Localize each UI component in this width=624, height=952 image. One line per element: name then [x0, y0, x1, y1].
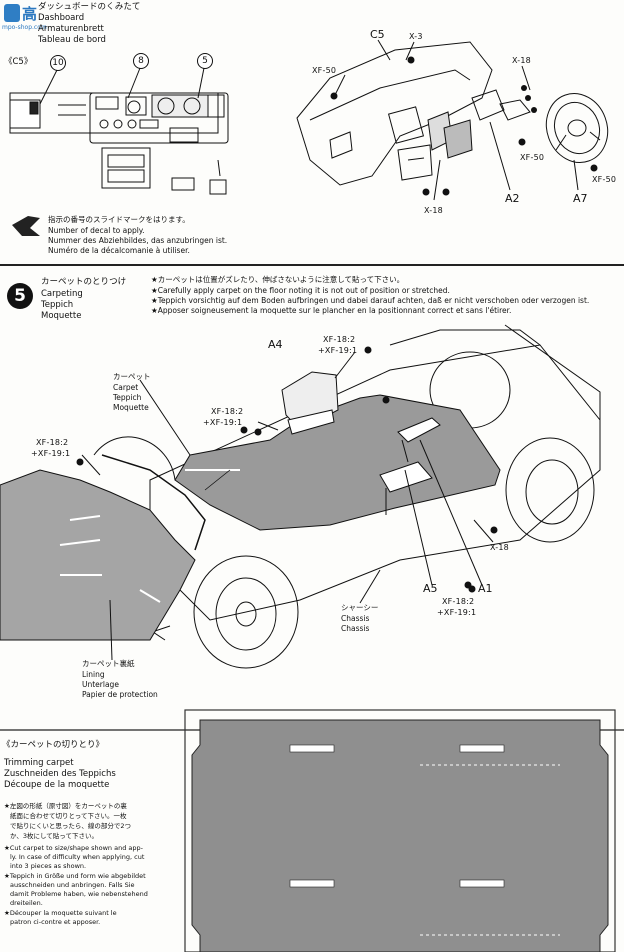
label-a4: A4 — [268, 338, 283, 351]
dashboard-title-en: Dashboard — [38, 13, 85, 23]
label-a7: A7 — [573, 192, 588, 205]
chassis-label-jp: シャーシー — [341, 603, 379, 612]
carpet-label-jp: カーペット — [113, 372, 151, 381]
label-xf50-c: XF-50 — [592, 175, 617, 184]
paint-xf19-mid: +XF-19:1 — [203, 418, 243, 427]
decal-number-10: 10 — [50, 55, 66, 71]
trim-title-jp: 《カーペットの切りとり》 — [2, 740, 105, 750]
decal-number-5: 5 — [197, 53, 213, 69]
c5-ref-label: 《C5》 — [4, 57, 33, 67]
decal-note-jp: 指示の番号のスライドマークをはります。 — [48, 215, 190, 224]
paint-xf18-left: XF-18:2 — [36, 438, 69, 447]
decal-note-de: Nummer des Abziehbildes, das anzubringen… — [48, 236, 228, 245]
label-xf50-a: XF-50 — [312, 66, 337, 75]
dashboard-front-view — [9, 92, 229, 195]
trim-en-1: ★Cut carpet to size/shape shown and app- — [4, 844, 143, 852]
trim-jp-3: で貼りにくいと思ったら、線の部分で2つ — [10, 822, 132, 830]
trim-jp-4: か、3枚にして貼って下さい。 — [10, 832, 98, 840]
step5-warning-fr: ★Apposer soigneusement la moquette sur l… — [151, 306, 512, 315]
trim-de-1: ★Teppich in Größe und form wie abgebilde… — [4, 872, 146, 880]
paint-xf19-top: +XF-19:1 — [318, 346, 358, 355]
label-xf50-b: XF-50 — [520, 153, 545, 162]
label-a5: A5 — [423, 582, 438, 595]
dashboard-title-de: Armaturenbrett — [38, 24, 104, 34]
carpet-label-de: Teppich — [113, 393, 142, 402]
watermark-logo: 高 mpo-shop.com — [2, 4, 66, 34]
label-a2: A2 — [505, 192, 520, 205]
trim-fr-1: ★Découper la moquette suivant le — [4, 909, 117, 917]
template-note-de: ★Dies ist die Unterseite, die auf dem Bo… — [284, 820, 486, 828]
label-x18-step5: X-18 — [490, 543, 509, 552]
step5-title-en: Carpeting — [41, 289, 83, 299]
paint-xf19-left: +XF-19:1 — [31, 449, 71, 458]
step5-warning-en: ★Carefully apply carpet on the floor not… — [151, 286, 450, 295]
section-divider-top — [0, 264, 624, 266]
template-note-en: ★This side to face the floor. — [284, 811, 374, 819]
paint-xf18-top: XF-18:2 — [323, 335, 356, 344]
chassis-label-en: Chassis — [341, 614, 370, 623]
trim-title-en: Trimming carpet — [4, 758, 74, 768]
lining-label-de: Unterlage — [82, 680, 119, 689]
dashboard-title-fr: Tableau de bord — [38, 35, 106, 45]
step5-title-de: Teppich — [41, 300, 74, 310]
trim-en-3: into 3 pieces as shown. — [10, 862, 87, 870]
paint-xf18-mid: XF-18:2 — [211, 407, 244, 416]
label-x18-a: X-18 — [512, 56, 531, 65]
carpet-template-shape — [191, 719, 609, 952]
step5-warning-de: ★Teppich vorsichtig auf dem Boden aufbri… — [151, 296, 590, 305]
paint-xf19-bot: +XF-19:1 — [437, 608, 477, 617]
trim-de-3: damit Probleme haben, wie nebenstehend — [10, 890, 148, 898]
lining-label-en: Lining — [82, 670, 105, 679]
trim-de-2: ausschneiden und anbringen. Falls Sie — [10, 881, 135, 889]
trim-fr-2: patron ci-contre et apposer. — [10, 918, 101, 926]
lining-label-fr: Papier de protection — [82, 690, 158, 699]
lining-label-jp: カーペット裏紙 — [82, 659, 135, 668]
paint-xf18-bot: XF-18:2 — [442, 597, 475, 606]
watermark-icon — [4, 4, 20, 22]
step5-warning-jp: ★カーペットは位置がズレたり、伸ばさないように注意して貼って下さい。 — [151, 275, 405, 284]
trim-title-fr: Découpe de la moquette — [4, 780, 110, 790]
step5-title-jp: カーペットのとりつけ — [41, 277, 127, 287]
dashboard-perspective-view — [296, 41, 609, 186]
carpet-label-fr: Moquette — [113, 403, 149, 412]
step-5-badge: 5 — [7, 283, 33, 309]
carpet-template-outline — [184, 709, 616, 952]
decal-note-fr: Numéro de la décalcomanie à utiliser. — [48, 246, 190, 255]
lining-sheet — [0, 469, 196, 641]
slide-mark-arrow-icon — [12, 216, 40, 236]
trim-en-2: ly. In case of difficulty when applying,… — [10, 853, 145, 861]
trim-de-4: dreiteilen. — [10, 899, 43, 907]
step5-title-fr: Moquette — [41, 311, 82, 321]
watermark-url: mpo-shop.com — [2, 24, 47, 31]
template-note-jp: ★カーペットの裏紙面に合わせて切りとって下さい。 — [284, 800, 439, 808]
trim-title-de: Zuschneiden des Teppichs — [4, 769, 116, 779]
trim-jp-2: 紙面に合わせて切りとって下さい。一枚 — [10, 812, 127, 820]
decal-number-8: 8 — [133, 53, 149, 69]
template-note-fr: ★Ce côté face au plancher — [284, 829, 372, 837]
watermark-glyph: 高 — [22, 5, 38, 23]
dashboard-title-jp: ダッシュボードのくみたて — [38, 2, 141, 12]
label-c5: C5 — [370, 28, 385, 41]
carpet-label-en: Carpet — [113, 383, 139, 392]
label-a1: A1 — [478, 582, 493, 595]
decal-note-en: Number of decal to apply. — [48, 226, 145, 235]
chassis-label-de: Chassis — [341, 624, 370, 633]
label-x3: X-3 — [409, 32, 423, 41]
label-x18-b: X-18 — [424, 206, 443, 215]
trim-jp-1: ★左図の形紙（原寸図）をカーペットの裏 — [4, 802, 127, 810]
